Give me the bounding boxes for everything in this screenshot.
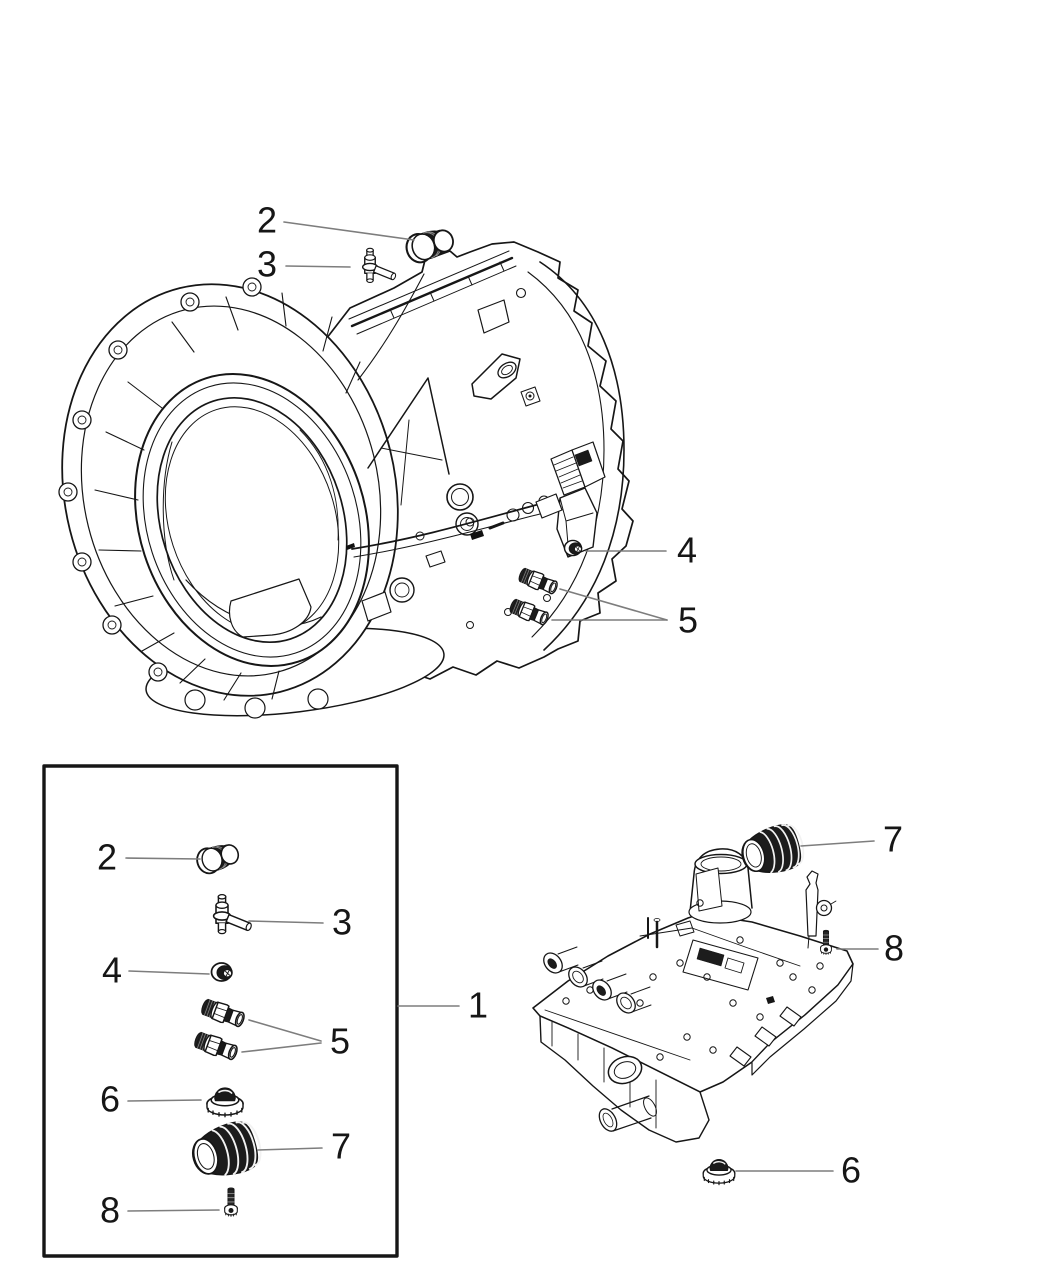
kit-part-4-button-plug-icon (210, 962, 233, 982)
valve-body-accumulator-dome (688, 848, 753, 924)
bell-bolt-bosses (58, 277, 262, 682)
valve-body-shift-cylinder (598, 1095, 657, 1132)
valve-body-bracket (805, 870, 837, 949)
case-part-3-vent-valve-icon (361, 247, 398, 284)
kit-part-7-ribbed-plug-icon (185, 1116, 267, 1186)
parts-kit-contents (185, 838, 267, 1217)
case-scoop (471, 353, 521, 400)
bell-inner-tunnel (228, 578, 312, 638)
parts-kit-box (42, 764, 399, 1258)
kit-part-8-screw-icon (224, 1187, 238, 1217)
kit-part-2-threaded-plug-icon (193, 838, 243, 878)
bell-ribs (94, 292, 361, 701)
case-part-4-button-plug-icon (563, 539, 583, 557)
case-top-rail (348, 250, 517, 335)
kit-part-5-connector-fitting-icon (198, 996, 248, 1031)
case-id-label (550, 441, 606, 496)
leader-lines (125, 221, 879, 1212)
bell-opening (134, 373, 370, 667)
transmission-case-drawing (58, 241, 634, 719)
kit-part-3-vent-valve-icon (212, 893, 254, 935)
valve-body-solenoids (543, 946, 652, 1014)
valve-part-6-cap-nut-icon (702, 1158, 736, 1186)
valve-body-drawing (532, 848, 854, 1143)
kit-part-5-connector-fitting-icon (191, 1029, 241, 1064)
kit-part-6-cap-nut-icon (206, 1087, 244, 1118)
valve-body-bolt-holes (562, 899, 824, 1061)
